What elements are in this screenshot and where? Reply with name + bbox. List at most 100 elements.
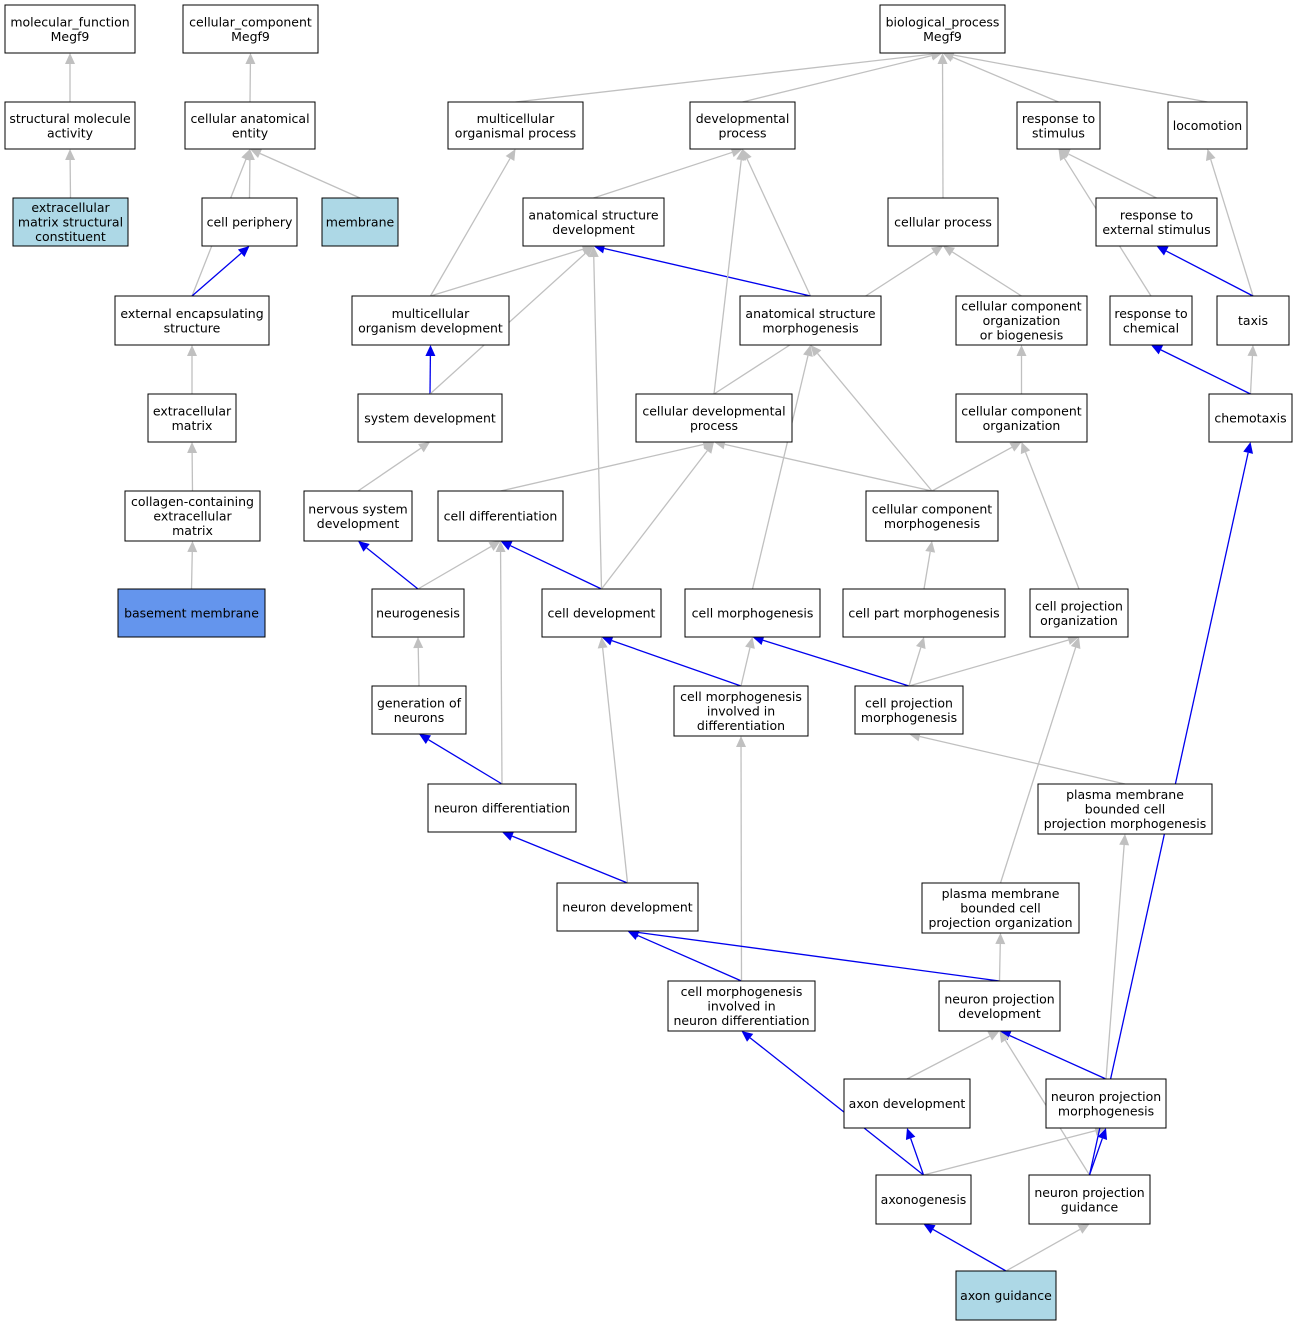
node-cper[interactable]: cell periphery	[201, 197, 298, 247]
node-box[interactable]	[843, 1078, 971, 1129]
node-box[interactable]	[371, 588, 465, 638]
node-loc[interactable]: locomotion	[1167, 101, 1248, 150]
node-cdiff[interactable]: cell differentiation	[437, 490, 564, 542]
node-box[interactable]	[357, 393, 503, 443]
node-box[interactable]	[114, 295, 270, 346]
node-box[interactable]	[4, 101, 136, 150]
node-box[interactable]	[522, 197, 665, 247]
node-box[interactable]	[689, 101, 796, 150]
node-box[interactable]	[673, 685, 809, 737]
node-box[interactable]	[1045, 1078, 1167, 1129]
node-ndev[interactable]: neuron development	[556, 882, 699, 932]
node-box[interactable]	[201, 197, 298, 247]
node-box[interactable]	[1167, 101, 1248, 150]
node-ndiff[interactable]: neuron differentiation	[427, 783, 577, 833]
node-box[interactable]	[865, 490, 999, 542]
node-box[interactable]	[556, 882, 699, 932]
node-cp[interactable]: cellular process	[887, 197, 999, 247]
node-cmorph[interactable]: cell morphogenesis	[684, 588, 821, 638]
node-box[interactable]	[184, 101, 316, 150]
node-axgen[interactable]: axonogenesis	[875, 1174, 972, 1225]
node-box[interactable]	[4, 4, 136, 54]
node-chem[interactable]: chemotaxis	[1208, 393, 1293, 443]
node-box[interactable]	[667, 980, 816, 1032]
node-box[interactable]	[1208, 393, 1293, 443]
node-box[interactable]	[447, 101, 584, 150]
node-box[interactable]	[875, 1174, 972, 1225]
node-cpm[interactable]: cell part morphogenesis	[842, 588, 1006, 638]
node-box[interactable]	[887, 197, 999, 247]
node-box[interactable]	[955, 1270, 1057, 1321]
node-axdev[interactable]: axon development	[843, 1078, 971, 1129]
node-box[interactable]	[1028, 1174, 1151, 1225]
node-sd[interactable]: system development	[357, 393, 503, 443]
node-box[interactable]	[955, 295, 1088, 346]
node-box[interactable]	[921, 882, 1080, 934]
node-box[interactable]	[351, 295, 510, 346]
node-taxis[interactable]: taxis	[1216, 295, 1290, 346]
node-box[interactable]	[12, 197, 129, 247]
node-box[interactable]	[182, 4, 319, 54]
node-box[interactable]	[938, 980, 1061, 1032]
node-cdev[interactable]: cell development	[541, 588, 662, 638]
node-neurog[interactable]: neurogenesis	[371, 588, 465, 638]
node-box[interactable]	[684, 588, 821, 638]
node-bm[interactable]: basement membrane	[117, 588, 266, 638]
node-box[interactable]	[303, 490, 413, 542]
node-box[interactable]	[879, 4, 1006, 54]
node-box[interactable]	[437, 490, 564, 542]
node-box[interactable]	[842, 588, 1006, 638]
node-box[interactable]	[635, 393, 793, 443]
node-box[interactable]	[1109, 295, 1193, 346]
node-box[interactable]	[1216, 295, 1290, 346]
node-box[interactable]	[1016, 101, 1101, 150]
node-box[interactable]	[739, 295, 882, 346]
node-box[interactable]	[371, 685, 467, 735]
node-box[interactable]	[321, 197, 399, 247]
node-box[interactable]	[1037, 783, 1213, 835]
node-box[interactable]	[1029, 588, 1129, 638]
node-box[interactable]	[427, 783, 577, 833]
node-box[interactable]	[124, 490, 261, 542]
node-box[interactable]	[117, 588, 266, 638]
node-box[interactable]	[541, 588, 662, 638]
node-axg[interactable]: axon guidance	[955, 1270, 1057, 1321]
node-box[interactable]	[147, 393, 237, 443]
node-box[interactable]	[955, 393, 1088, 443]
node-box[interactable]	[854, 685, 964, 735]
node-box[interactable]	[1095, 197, 1218, 247]
node-mem[interactable]: membrane	[321, 197, 399, 247]
